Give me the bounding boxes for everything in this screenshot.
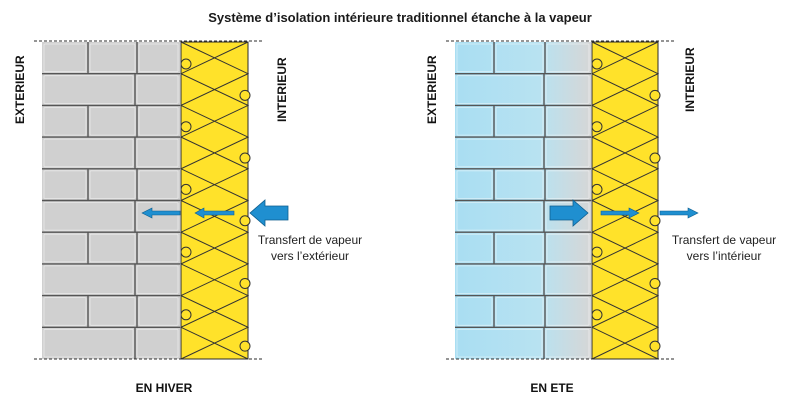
brick-course xyxy=(42,199,180,233)
insulation-node xyxy=(591,183,603,195)
footer-hiver: EN HIVER xyxy=(136,381,193,395)
brick-course xyxy=(43,42,179,74)
insulation-node xyxy=(591,309,603,321)
insulation-hiver xyxy=(180,41,249,360)
footer-ete: EN ETE xyxy=(530,381,573,395)
brick-course xyxy=(455,263,591,296)
brick-course xyxy=(456,42,590,74)
insulation-node xyxy=(649,340,661,352)
caption-line2-hiver: vers l’extérieur xyxy=(271,249,349,263)
insulation-ete xyxy=(591,41,659,360)
insulation-node xyxy=(239,340,251,352)
insulation-node xyxy=(239,215,251,227)
zigzag-line xyxy=(179,41,250,360)
caption-line1-ete: Transfert de vapeur xyxy=(672,233,776,247)
brick-course xyxy=(455,72,591,106)
insulation-node xyxy=(591,121,603,133)
insulation-node xyxy=(649,277,661,289)
brick-course xyxy=(42,168,180,201)
panel-hiver: EXTERIEUR INTERIEUR Transfert de vapeur … xyxy=(13,40,362,395)
caption-line2-ete: vers l’intérieur xyxy=(687,249,762,263)
insulation-node xyxy=(591,246,603,258)
insulation-node xyxy=(180,58,192,70)
insulation-node xyxy=(239,89,251,101)
caption-line1-hiver: Transfert de vapeur xyxy=(258,233,362,247)
small-arrow-left-brick-hiver xyxy=(141,207,181,219)
label-interieur-ete: INTERIEUR xyxy=(683,47,697,112)
insulation-node xyxy=(180,246,192,258)
insulation-node xyxy=(591,58,603,70)
label-exterieur-hiver: EXTERIEUR xyxy=(13,55,27,124)
brick-course xyxy=(42,72,180,106)
insulation-node xyxy=(180,121,192,133)
panel-ete: EXTERIEUR INTERIEUR Transfert de vapeur … xyxy=(425,40,776,395)
brick-course xyxy=(42,231,180,264)
brick-course xyxy=(42,263,180,296)
zigzag-line xyxy=(179,41,250,360)
insulation-node xyxy=(649,89,661,101)
insulation-node xyxy=(180,309,192,321)
brick-course xyxy=(42,136,180,169)
brick-joints-hiver xyxy=(42,42,180,359)
label-exterieur-ete: EXTERIEUR xyxy=(425,55,439,124)
brick-course xyxy=(42,104,180,138)
insulation-zigzag-ete xyxy=(590,41,661,360)
brick-course xyxy=(455,104,591,138)
brick-course xyxy=(455,136,591,169)
zigzag-line xyxy=(590,41,660,360)
brick-course xyxy=(455,294,591,328)
insulation-node xyxy=(649,152,661,164)
brick-course xyxy=(455,231,591,264)
insulation-node xyxy=(239,277,251,289)
brick-course xyxy=(42,294,180,328)
zigzag-line xyxy=(590,41,660,360)
small-arrow-left-insulation-hiver xyxy=(194,207,235,219)
brick-course xyxy=(455,326,591,359)
label-interieur-hiver: INTERIEUR xyxy=(275,57,289,122)
insulation-node xyxy=(180,183,192,195)
brick-course xyxy=(42,326,180,359)
brick-joints-ete xyxy=(455,42,591,359)
insulation-node xyxy=(239,152,251,164)
brick-course xyxy=(455,199,591,233)
brick-course xyxy=(455,168,591,201)
insulation-zigzag-hiver xyxy=(179,41,251,360)
small-arrow-right-insulation-ete xyxy=(600,207,640,219)
small-arrow-right-room-ete xyxy=(659,207,699,219)
diagram-title: Système d’isolation intérieure tradition… xyxy=(208,10,592,25)
big-arrow-right-ete xyxy=(549,199,589,227)
big-arrow-left-hiver xyxy=(249,199,289,227)
insulation-node xyxy=(649,215,661,227)
